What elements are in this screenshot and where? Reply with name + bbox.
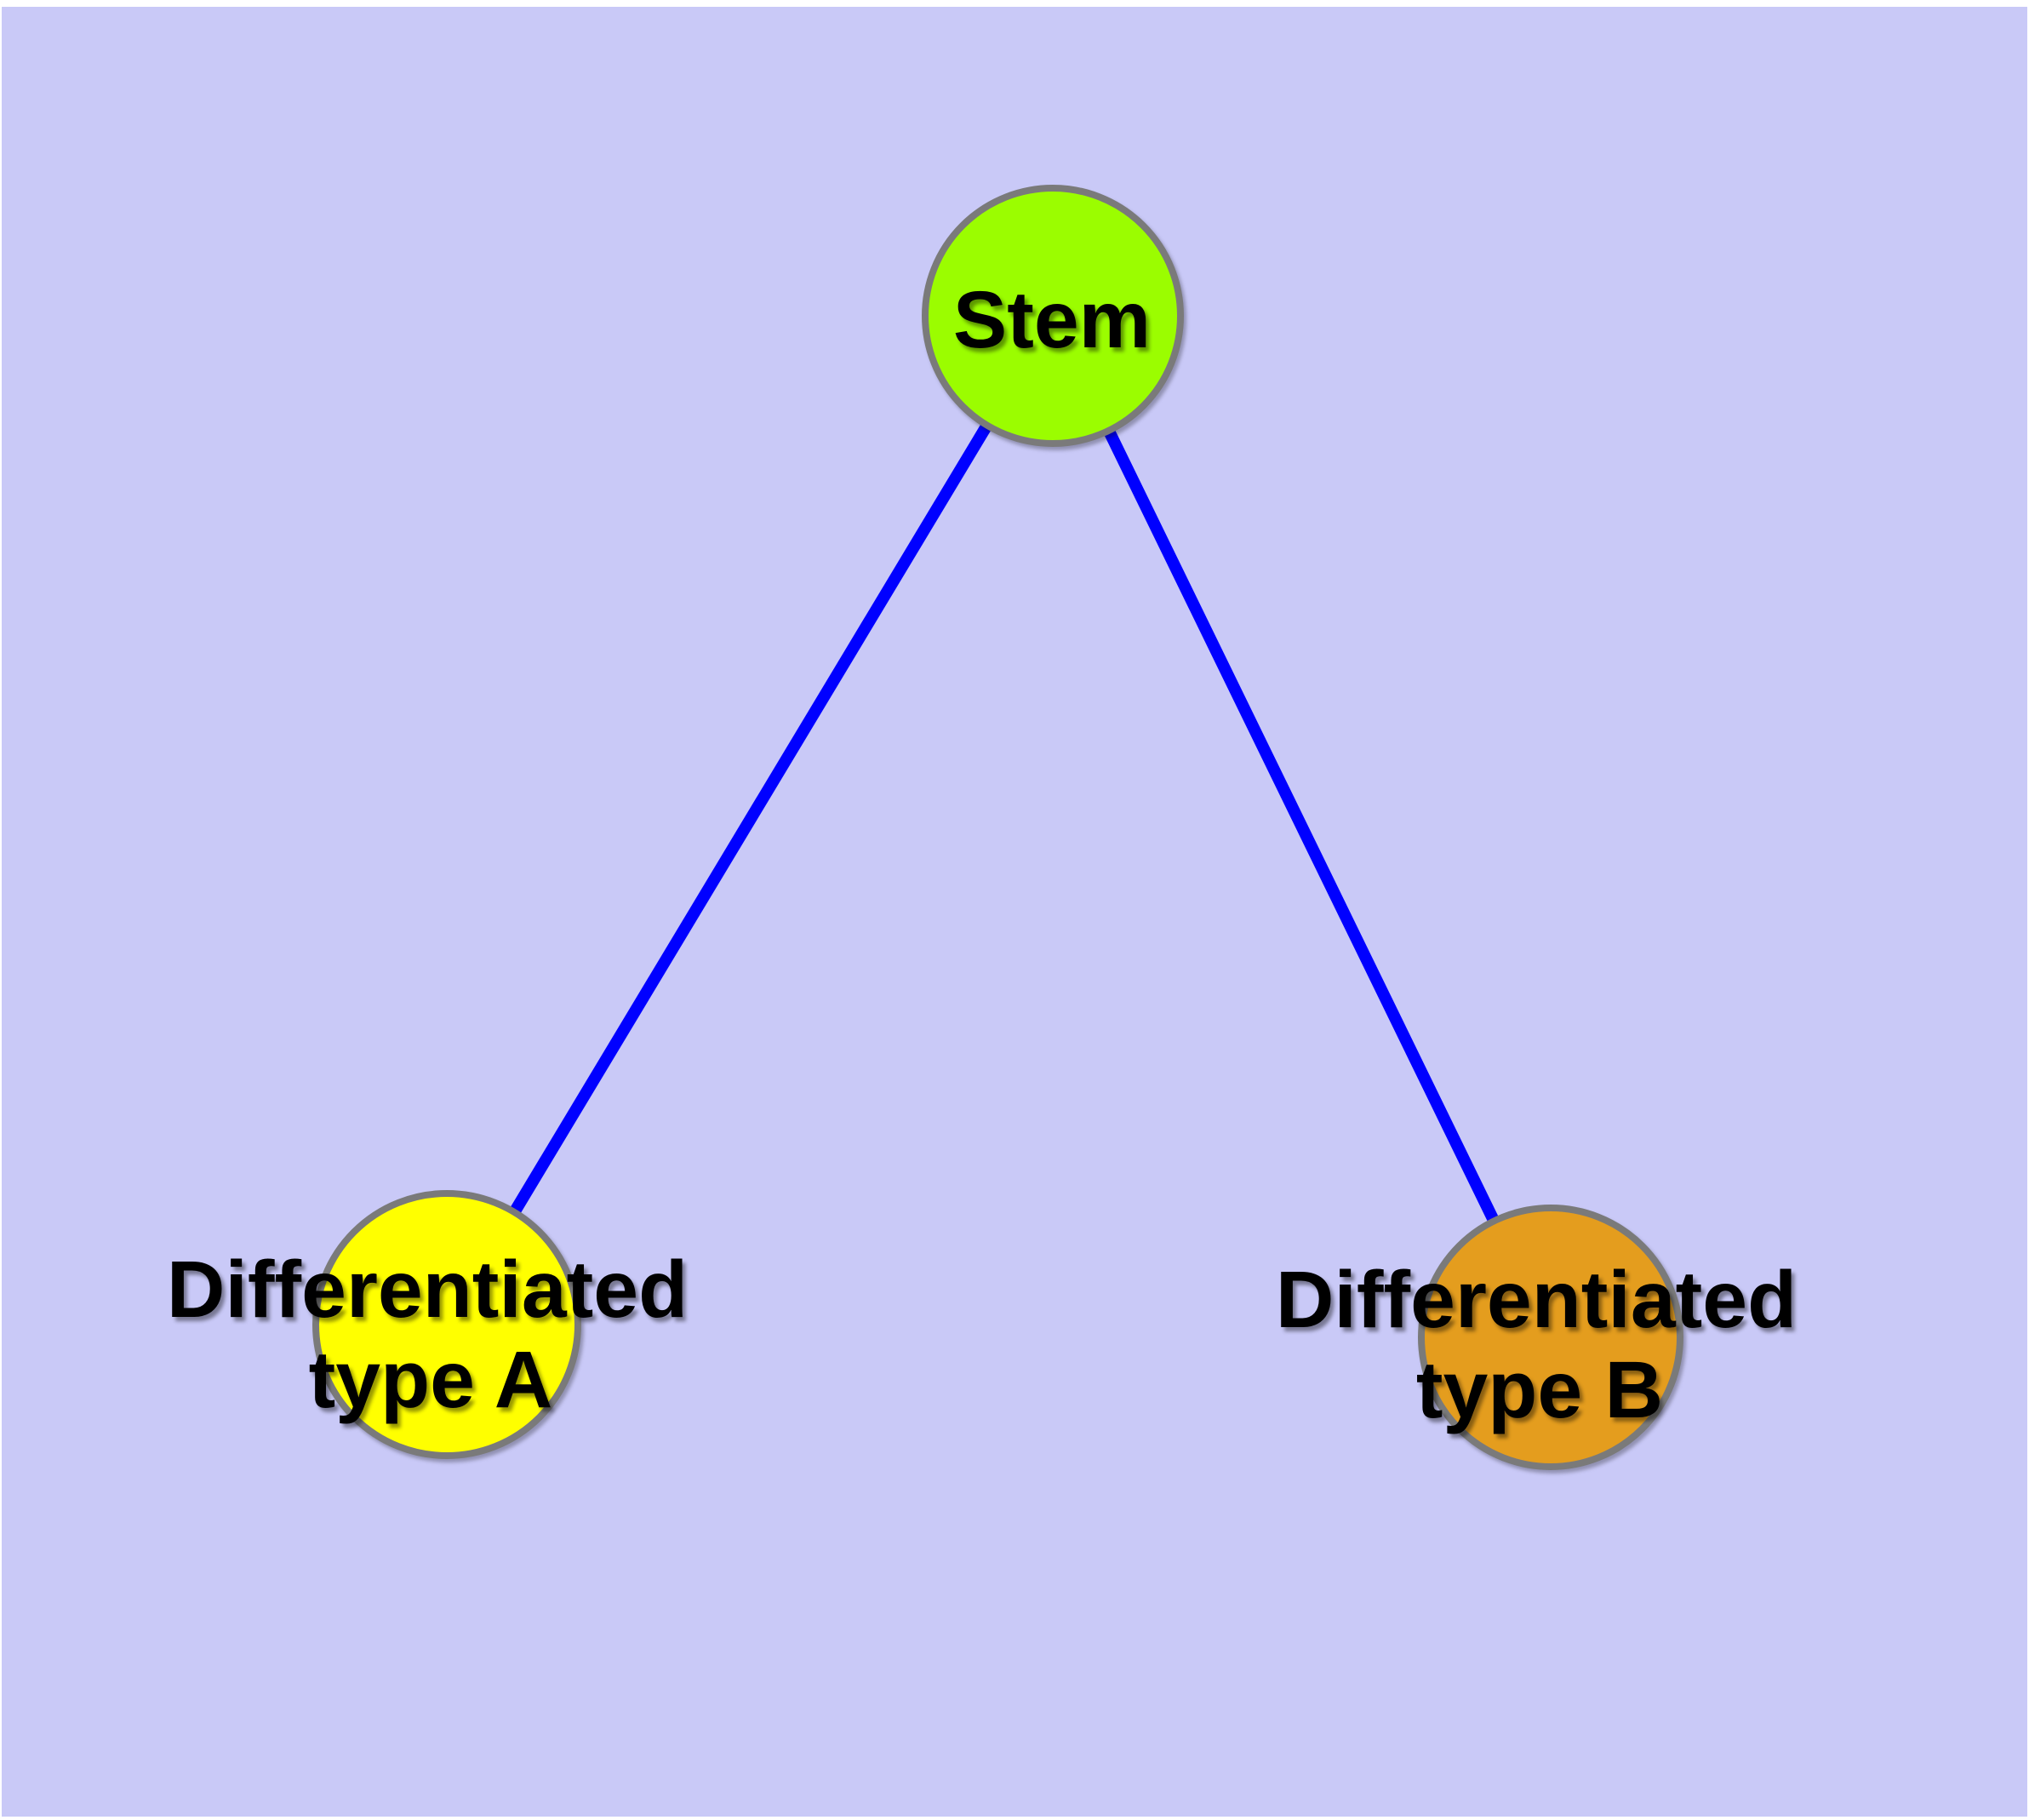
- node-label-type-b-line1: Differentiated: [1276, 1255, 1797, 1345]
- node-label-type-a-line2: type A: [309, 1335, 553, 1425]
- node-label-type-a-line1: Differentiated: [167, 1245, 688, 1335]
- edge-stem-to-type-a: [441, 312, 1059, 1328]
- node-differentiated-type-b: [1418, 1205, 1683, 1470]
- edge-stem-to-type-b: [1047, 312, 1557, 1341]
- node-label-stem: Stem: [953, 275, 1151, 365]
- node-label-type-b-line2: type B: [1416, 1345, 1663, 1435]
- node-stem: [922, 185, 1184, 447]
- node-differentiated-type-a: [312, 1190, 581, 1459]
